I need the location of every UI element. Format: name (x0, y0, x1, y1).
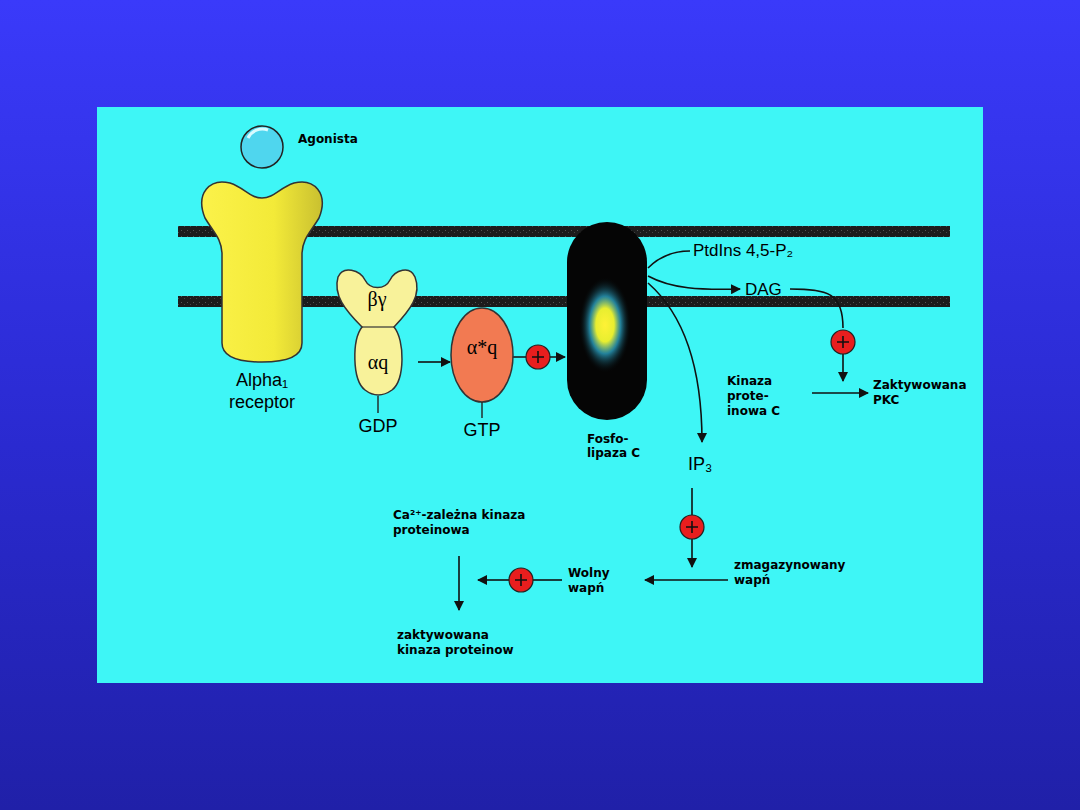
label: Wolny wapń (568, 566, 622, 596)
kinase-arrow (458, 556, 460, 610)
node-text: αq (368, 350, 388, 374)
dag-arrow (648, 276, 740, 289)
label: Ca²⁺-zależna kinaza proteinowa (393, 508, 588, 538)
label: zmagazynowany wapń (734, 558, 846, 588)
dag-line (790, 289, 843, 328)
activation-arrow (418, 361, 450, 363)
label: Zaktywowana PKC (873, 378, 973, 408)
node-text: GDP (358, 416, 397, 438)
pkc-activation-arrow (812, 392, 868, 394)
phospholipase-c: Fosfo- lipaza C (565, 220, 649, 475)
calcium-arrow (478, 579, 509, 581)
plus-symbol (526, 345, 550, 369)
plus-symbol (509, 568, 533, 592)
label: PtdIns 4,5-P₂ (693, 240, 793, 261)
activated-alpha-subunit: α*qGTP (450, 305, 514, 445)
calcium-line (533, 579, 562, 581)
agonist-circle: Agonista (238, 124, 348, 172)
pkc-arrow (842, 354, 844, 381)
label: Kinaza prote- inowa C (727, 374, 791, 419)
label: zaktywowana kinaza proteinow (397, 628, 533, 658)
substrate-line (648, 251, 690, 268)
label: IP₃ (688, 453, 712, 476)
node-text: α*q (467, 335, 497, 359)
receptor: Alpha₁ receptor (195, 178, 330, 406)
node-text: βγ (367, 287, 386, 311)
ip3-arrow (648, 283, 702, 442)
label: DAG (745, 279, 782, 300)
plus-symbols (509, 330, 855, 592)
release-arrow (645, 579, 728, 581)
agonist-circle-outline (238, 124, 348, 172)
node-text: Agonista (298, 132, 358, 146)
g-protein: βγ αqGDP (330, 265, 422, 443)
plus-symbol (680, 515, 704, 539)
node-text: Alpha₁ receptor (220, 370, 304, 413)
store-arrow (691, 539, 693, 567)
ip3-line (691, 488, 693, 515)
node-text: Fosfo- lipaza C (587, 432, 651, 461)
plus-symbol (831, 330, 855, 354)
node-text: GTP (463, 420, 500, 442)
